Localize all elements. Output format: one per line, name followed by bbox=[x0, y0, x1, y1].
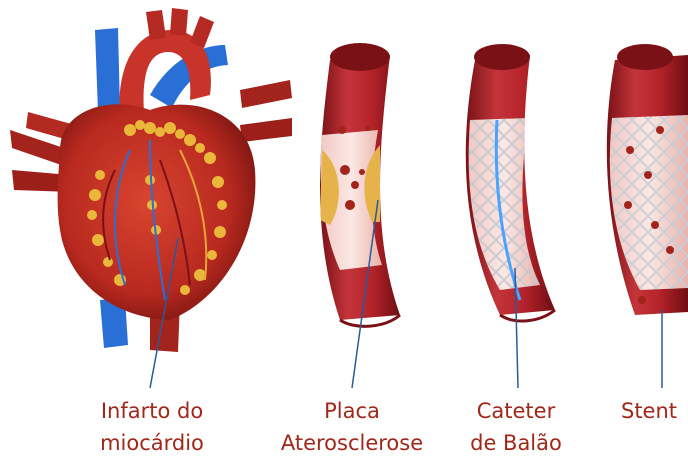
vessel-stent bbox=[607, 44, 688, 322]
heart-illustration bbox=[10, 8, 292, 352]
label-placa: Placa Aterosclerose bbox=[272, 395, 432, 459]
vena-cava-superior bbox=[95, 28, 120, 112]
vessel-catheter bbox=[466, 44, 555, 321]
label-placa-line1: Placa bbox=[272, 395, 432, 427]
label-placa-line2: Aterosclerose bbox=[272, 427, 432, 459]
illustration-canvas bbox=[0, 0, 688, 449]
label-stent-line1: Stent bbox=[612, 395, 686, 427]
heart-body bbox=[58, 104, 256, 320]
label-infarto-line1: Infarto do bbox=[82, 395, 222, 427]
vessel-plaque bbox=[320, 43, 400, 326]
label-infarto: Infarto do miocárdio bbox=[82, 395, 222, 459]
label-cateter-line1: Cateter bbox=[456, 395, 576, 427]
label-cateter-line2: de Balão bbox=[456, 427, 576, 459]
label-cateter: Cateter de Balão bbox=[456, 395, 576, 459]
label-stent: Stent bbox=[612, 395, 686, 427]
label-infarto-line2: miocárdio bbox=[82, 427, 222, 459]
pulmonary-veins-right bbox=[240, 80, 292, 142]
